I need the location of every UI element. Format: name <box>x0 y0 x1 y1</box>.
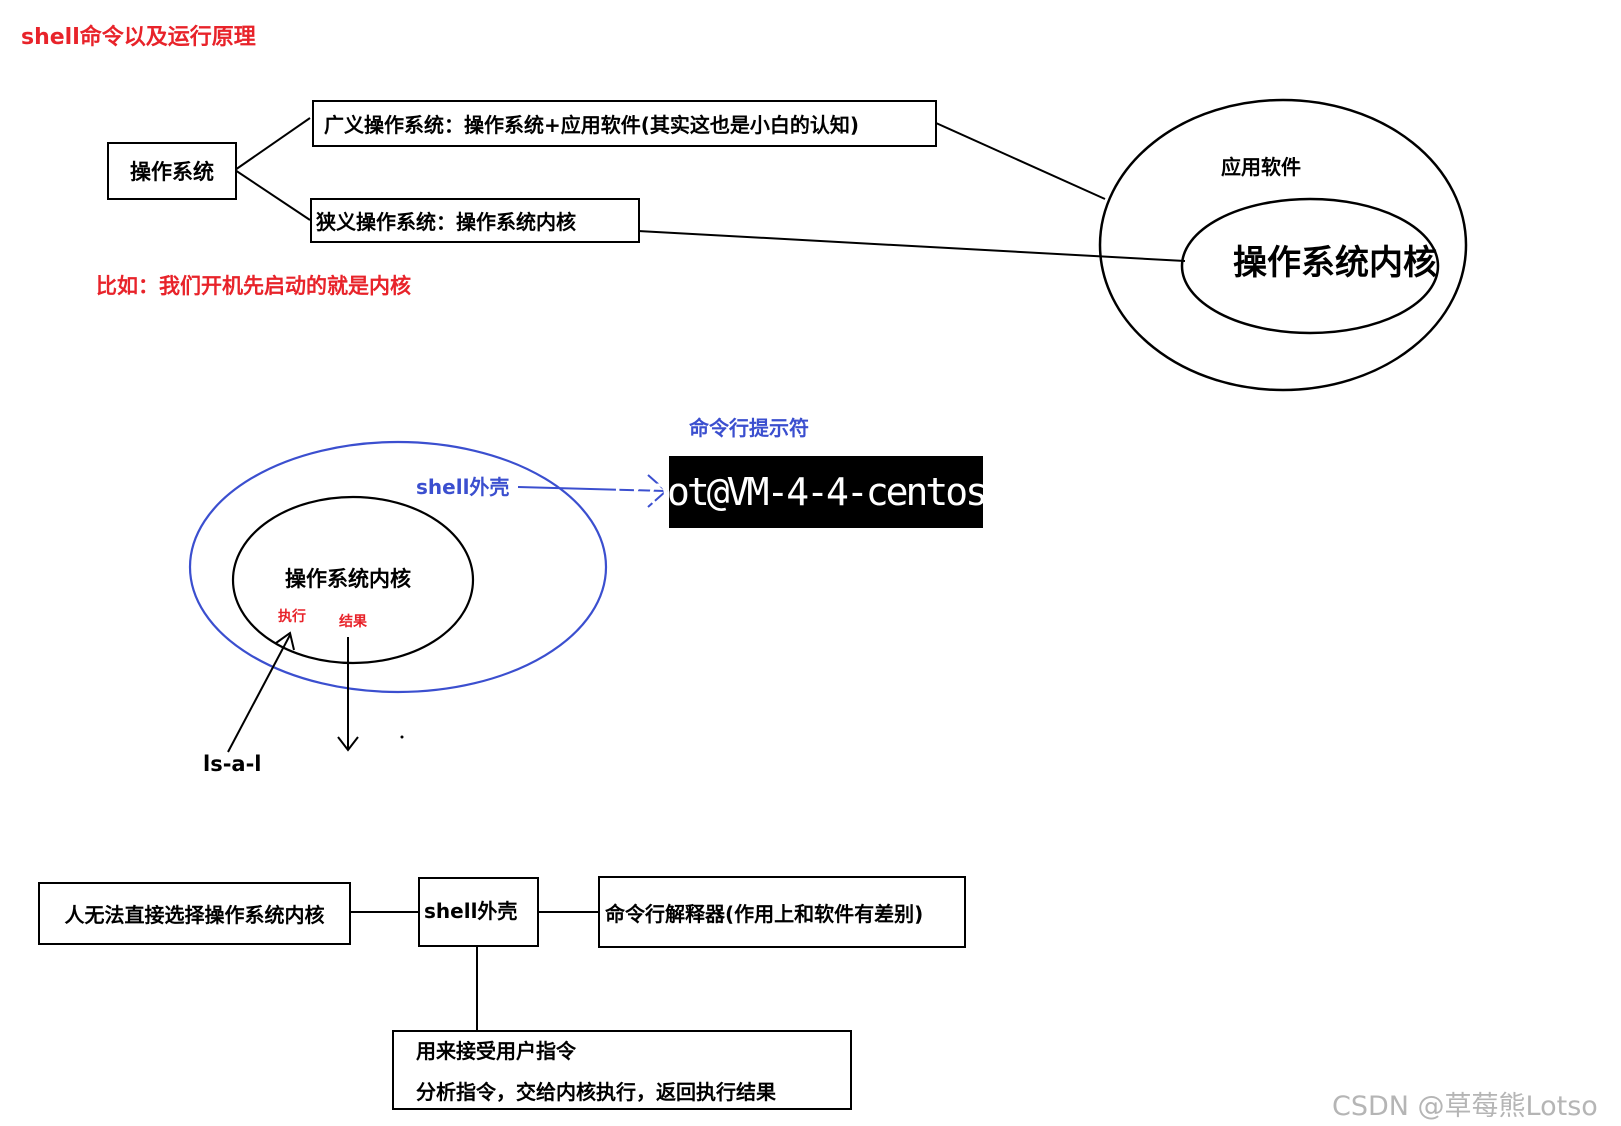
shell-box-label: shell外壳 <box>424 899 518 923</box>
shell-ellipse <box>188 440 608 694</box>
connector-narrow-inner <box>637 230 1186 262</box>
connector-root-broad <box>234 117 311 171</box>
desc-box: 用来接受用户指令 分析指令，交给内核执行，返回执行结果 <box>392 1030 852 1110</box>
execute-label: 执行 <box>278 609 306 625</box>
shell-label: shell外壳 <box>416 475 510 499</box>
kernel-label-large: 操作系统内核 <box>1233 243 1437 283</box>
narrow-os-box: 狭义操作系统：操作系统内核 <box>310 198 640 243</box>
narrow-os-label: 狭义操作系统：操作系统内核 <box>316 210 576 234</box>
interpreter-box: 命令行解释器(作用上和软件有差别) <box>598 876 966 948</box>
shell-box: shell外壳 <box>418 877 539 947</box>
example-note: 比如：我们开机先启动的就是内核 <box>96 274 411 298</box>
human-label: 人无法直接选择操作系统内核 <box>64 903 325 927</box>
shell-to-prompt-arrowhead <box>647 474 668 508</box>
stray-dot <box>400 735 404 739</box>
terminal-prompt-text: [root@VM-4-4-centos ~] <box>607 470 1047 514</box>
connector-root-narrow <box>234 169 311 221</box>
command-arrow-line <box>227 634 291 753</box>
page-title: shell命令以及运行原理 <box>21 25 256 50</box>
kernel-label-small: 操作系统内核 <box>285 567 411 591</box>
interpreter-label: 命令行解释器(作用上和软件有差别) <box>605 901 924 926</box>
human-box: 人无法直接选择操作系统内核 <box>38 882 351 945</box>
watermark: CSDN @草莓熊Lotso <box>1332 1091 1598 1122</box>
desc-line-2: 分析指令，交给内核执行，返回执行结果 <box>416 1080 776 1104</box>
prompt-label: 命令行提示符 <box>689 416 809 440</box>
result-arrowhead <box>337 736 359 752</box>
shell-to-prompt-arrow <box>517 486 666 492</box>
result-label: 结果 <box>339 614 367 630</box>
command-arrowhead <box>275 631 295 651</box>
kernel-ellipse-left <box>231 495 475 665</box>
command-label: ls-a-l <box>203 752 262 776</box>
desc-line-1: 用来接受用户指令 <box>416 1039 576 1063</box>
broad-os-label: 广义操作系统：操作系统+应用软件(其实这也是小白的认知) <box>324 113 860 137</box>
kernel-ellipse-right <box>1180 197 1440 335</box>
os-root-label: 操作系统 <box>130 160 214 184</box>
broad-os-box: 广义操作系统：操作系统+应用软件(其实这也是小白的认知) <box>312 100 937 147</box>
os-root-box: 操作系统 <box>107 142 237 200</box>
app-software-label: 应用软件 <box>1221 155 1301 179</box>
terminal-prompt-screenshot: [root@VM-4-4-centos ~] <box>607 456 1048 528</box>
app-software-ellipse <box>1098 98 1468 392</box>
connector-broad-outer <box>935 122 1106 200</box>
